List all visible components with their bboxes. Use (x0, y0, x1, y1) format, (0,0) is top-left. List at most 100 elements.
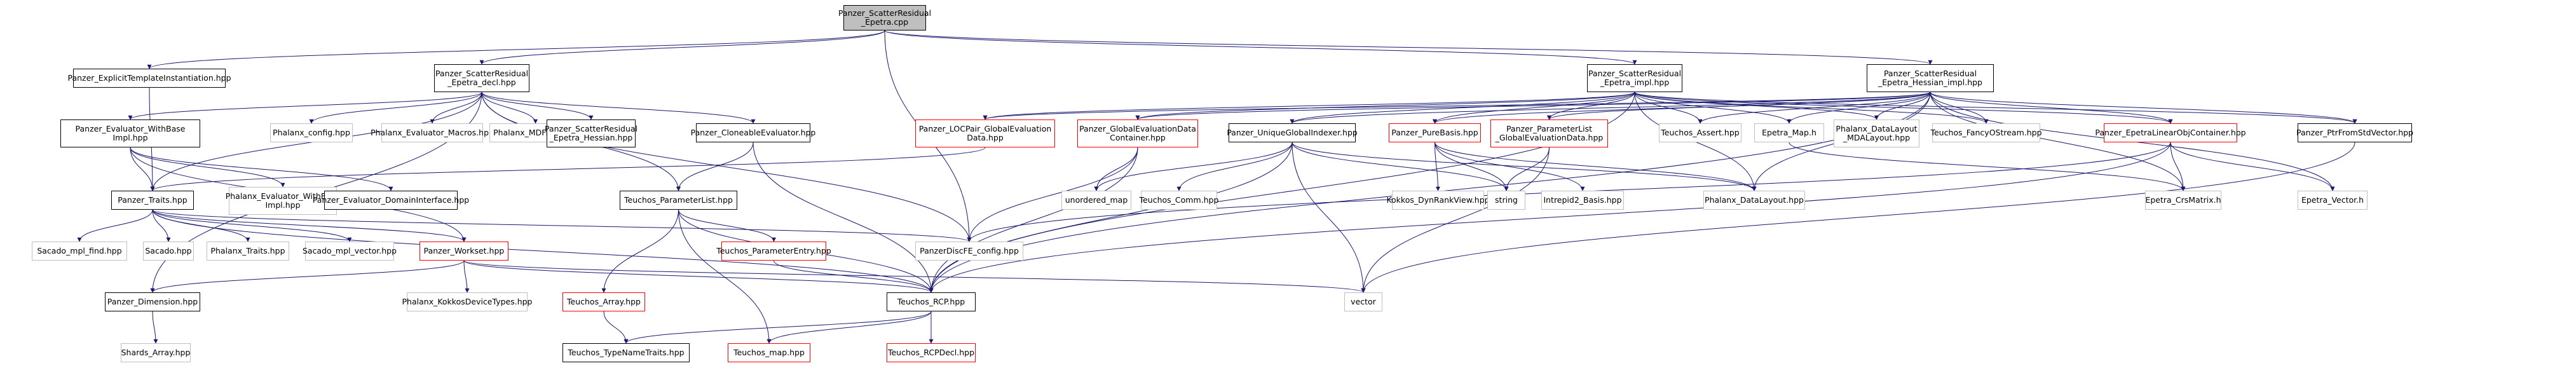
edge-ugi-to-string (1291, 142, 1509, 191)
edge-impl-to-paramlist (1547, 92, 1635, 120)
node-sacadomplfind: Sacado_mpl_find.hpp (32, 242, 127, 261)
edge-evalwithbase-to-phxevalwb (130, 147, 285, 187)
node-label: _Epetra_Hessian.hpp (549, 133, 633, 142)
edge-impl-to-ugi (1290, 92, 1635, 124)
node-cloneable[interactable]: Panzer_CloneableEvaluator.hpp (691, 123, 815, 142)
edge-hessimpl-to-locpair (983, 92, 1931, 120)
node-label: Panzer_ScatterResidual (838, 8, 932, 18)
node-vector: vector (1344, 292, 1382, 311)
node-tmap[interactable]: Teuchos_map.hpp (728, 343, 810, 362)
edge-decl-to-phxconfig (309, 92, 482, 124)
edge-ugi-to-tcomm (1176, 142, 1293, 191)
node-label: Phalanx_config.hpp (273, 128, 350, 137)
edge-ugi-to-vector (1291, 142, 1366, 293)
node-shards: Shards_Array.hpp (121, 343, 191, 362)
node-tarray[interactable]: Teuchos_Array.hpp (562, 292, 645, 311)
edge-elocontainer-to-evector (2170, 142, 2335, 191)
edge-plist-to-tarray (601, 209, 679, 293)
edge-traits-to-workset (152, 209, 467, 242)
node-impl[interactable]: Panzer_ScatterResidual_Epetra_impl.hpp (1587, 64, 1682, 92)
edge-purebasis-to-phxdatalayout (1435, 142, 1757, 191)
edge-plist-to-pentry (678, 209, 776, 242)
edge-traits-to-sacadomplfind (77, 209, 153, 242)
edge-plist-to-tmap (678, 209, 772, 344)
edge-root-to-explicit (147, 30, 885, 69)
node-label: Panzer_Workset.hpp (423, 246, 505, 256)
node-label: _Epetra_decl.hpp (447, 78, 516, 87)
edge-hessimpl-to-fancyostream (1930, 92, 1989, 124)
node-pentry[interactable]: Teuchos_ParameterEntry.hpp (716, 242, 831, 261)
node-label: Teuchos_Assert.hpp (1661, 128, 1740, 137)
node-sacado: Sacado.hpp (143, 242, 194, 261)
node-label: Teuchos_Array.hpp (567, 297, 641, 306)
node-kokkosdev: Phalanx_KokkosDeviceTypes.hpp (402, 292, 533, 311)
node-crsmatrix: Epetra_CrsMatrix.h (2145, 191, 2221, 210)
edge-elocontainer-to-crsmatrix (2170, 142, 2186, 191)
edge-workset-to-dimension (150, 260, 465, 293)
node-umap: unordered_map (1061, 191, 1131, 210)
node-explicit[interactable]: Panzer_ExplicitTemplateInstantiation.hpp (68, 69, 231, 88)
node-label: unordered_map (1065, 195, 1128, 205)
edge-evalwithbase-to-evaldomain (130, 147, 393, 191)
node-rcpdecl[interactable]: Teuchos_RCPDecl.hpp (887, 343, 976, 362)
edge-traits-to-discfe (152, 209, 972, 242)
edge-hessimpl-to-ugi (1290, 92, 1931, 124)
node-ugi[interactable]: Panzer_UniqueGlobalIndexer.hpp (1227, 123, 1358, 142)
node-label: Phalanx_DataLayout (1836, 124, 1918, 133)
edge-hessimpl-to-emap (1787, 92, 1931, 124)
node-rcp[interactable]: Teuchos_RCP.hpp (887, 292, 976, 311)
node-label: _Epetra_Hessian_impl.hpp (1878, 78, 1982, 87)
node-label: Teuchos_ParameterEntry.hpp (716, 246, 831, 256)
edge-elocontainer-to-rcp (929, 142, 2171, 293)
edge-decl-to-mdfield (481, 92, 538, 124)
edge-tarray-to-typenametraits (603, 311, 629, 344)
node-label: _Epetra.cpp (861, 17, 909, 27)
node-hessian[interactable]: Panzer_ScatterResidual_Epetra_Hessian.hp… (545, 119, 637, 147)
edge-decl-to-hessian (481, 92, 594, 120)
edge-pentry-to-rcp (773, 260, 934, 293)
node-label: Phalanx_KokkosDeviceTypes.hpp (402, 297, 533, 306)
node-plist[interactable]: Teuchos_ParameterList.hpp (620, 191, 737, 210)
edge-gedc-to-umap (1094, 147, 1138, 191)
node-phxmacros: Phalanx_Evaluator_Macros.hpp (371, 123, 494, 142)
node-phxdatalayout: Phalanx_DataLayout.hpp (1703, 191, 1805, 210)
node-elocontainer[interactable]: Panzer_EpetraLinearObjContainer.hpp (2095, 123, 2246, 142)
node-purebasis[interactable]: Panzer_PureBasis.hpp (1389, 123, 1481, 142)
edge-impl-to-gedc (1135, 92, 1635, 120)
node-dimension[interactable]: Panzer_Dimension.hpp (105, 292, 200, 311)
edge-impl-to-tassert (1634, 92, 1703, 124)
node-label: Phalanx_Evaluator_Macros.hpp (371, 128, 494, 137)
node-label: Panzer_ScatterResidual (1588, 69, 1682, 78)
node-root[interactable]: Panzer_ScatterResidual_Epetra.cpp (838, 5, 931, 31)
edge-workset-to-rcp (463, 260, 934, 293)
node-traits[interactable]: Panzer_Traits.hpp (111, 191, 194, 210)
node-label: Teuchos_TypeNameTraits.hpp (568, 348, 685, 357)
edge-impl-to-elocontainer (1634, 92, 2173, 124)
edge-hessimpl-to-gedc (1135, 92, 1931, 120)
node-label: Panzer_LOCPair_GlobalEvaluation (918, 124, 1052, 133)
edge-hessimpl-to-tassert (1698, 92, 1931, 124)
node-evaldomain[interactable]: Panzer_Evaluator_DomainInterface.hpp (313, 191, 469, 210)
node-paramlist[interactable]: Panzer_ParameterList_GlobalEvaluationDat… (1490, 119, 1608, 147)
node-label: Sacado.hpp (145, 246, 192, 256)
node-typenametraits[interactable]: Teuchos_TypeNameTraits.hpp (562, 343, 690, 362)
node-decl[interactable]: Panzer_ScatterResidual_Epetra_decl.hpp (434, 64, 529, 92)
node-workset[interactable]: Panzer_Workset.hpp (419, 242, 508, 261)
edge-gedc-to-discfe (967, 147, 1138, 242)
node-label: vector (1351, 297, 1376, 306)
edge-hessimpl-to-crsmatrix (1930, 92, 2186, 191)
node-label: Teuchos_RCP.hpp (897, 297, 965, 306)
node-label: Data.hpp (967, 133, 1004, 142)
node-label: _MDALayout.hpp (1843, 133, 1911, 142)
edge-cloneable-to-rcp (753, 142, 934, 293)
node-string: string (1487, 191, 1525, 210)
node-label: Panzer_UniqueGlobalIndexer.hpp (1227, 128, 1358, 137)
node-hessimpl[interactable]: Panzer_ScatterResidual_Epetra_Hessian_im… (1867, 64, 1994, 92)
edge-impl-to-ptrfromstd (1634, 92, 2357, 124)
node-ptrfromstd[interactable]: Panzer_PtrFromStdVector.hpp (2296, 123, 2413, 142)
